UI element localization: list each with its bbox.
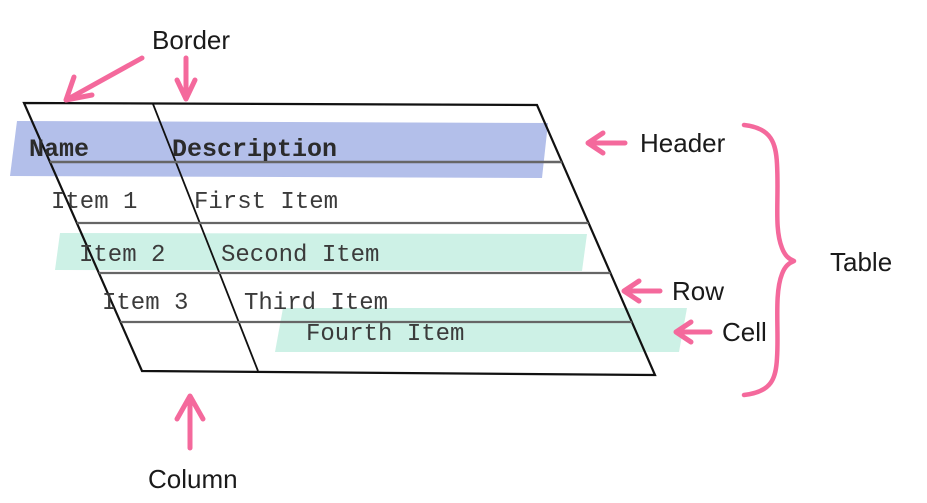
annotation-label-header: Header [640, 128, 726, 158]
cell-arrow-head [673, 319, 694, 345]
border-arrow-diagonal [65, 55, 145, 102]
row-1-cell-name: Item 1 [51, 189, 137, 216]
border-arrow-vertical-head [174, 77, 198, 102]
annotation-label-table: Table [830, 247, 892, 277]
annotation-label-row: Row [672, 276, 724, 306]
table-outline [22, 101, 657, 377]
row-2-cell-name: Item 2 [79, 242, 165, 269]
header-arrow-head [585, 130, 606, 156]
row-2-cell-description: Second Item [221, 242, 379, 269]
annotation-table: Table [741, 122, 892, 398]
highlight-bands [10, 121, 687, 352]
column-arrow-head [174, 393, 206, 422]
row-highlight-band [55, 233, 587, 271]
cell-highlight-band [275, 308, 687, 352]
table-border-outline [22, 101, 657, 377]
annotation-label-cell: Cell [722, 317, 767, 347]
header-highlight-band [10, 121, 548, 178]
row-separator-lines [24, 160, 655, 324]
annotation-label-border: Border [152, 25, 230, 55]
row-arrow-head [621, 278, 642, 304]
row-1-cell-description: First Item [194, 189, 338, 216]
row-3-cell-description: Third Item [244, 290, 388, 317]
header-cell-name: Name [29, 135, 89, 164]
row-3-cell-name: Item 3 [102, 290, 188, 317]
header-cell-description: Description [172, 135, 337, 164]
annotation-label-column: Column [148, 464, 238, 494]
annotation-header: Header [585, 128, 726, 158]
floating-cell-text: Fourth Item [306, 321, 464, 348]
table-curly-brace [741, 122, 797, 398]
annotation-row: Row [621, 276, 724, 306]
table-text: Name Description Item 1 First Item Item … [29, 135, 464, 348]
column-divider-line [152, 103, 259, 372]
border-arrow-diagonal-head [63, 74, 95, 103]
annotation-column: Column [148, 393, 238, 494]
annotation-cell: Cell [673, 317, 767, 347]
annotation-border: Border [63, 25, 230, 103]
